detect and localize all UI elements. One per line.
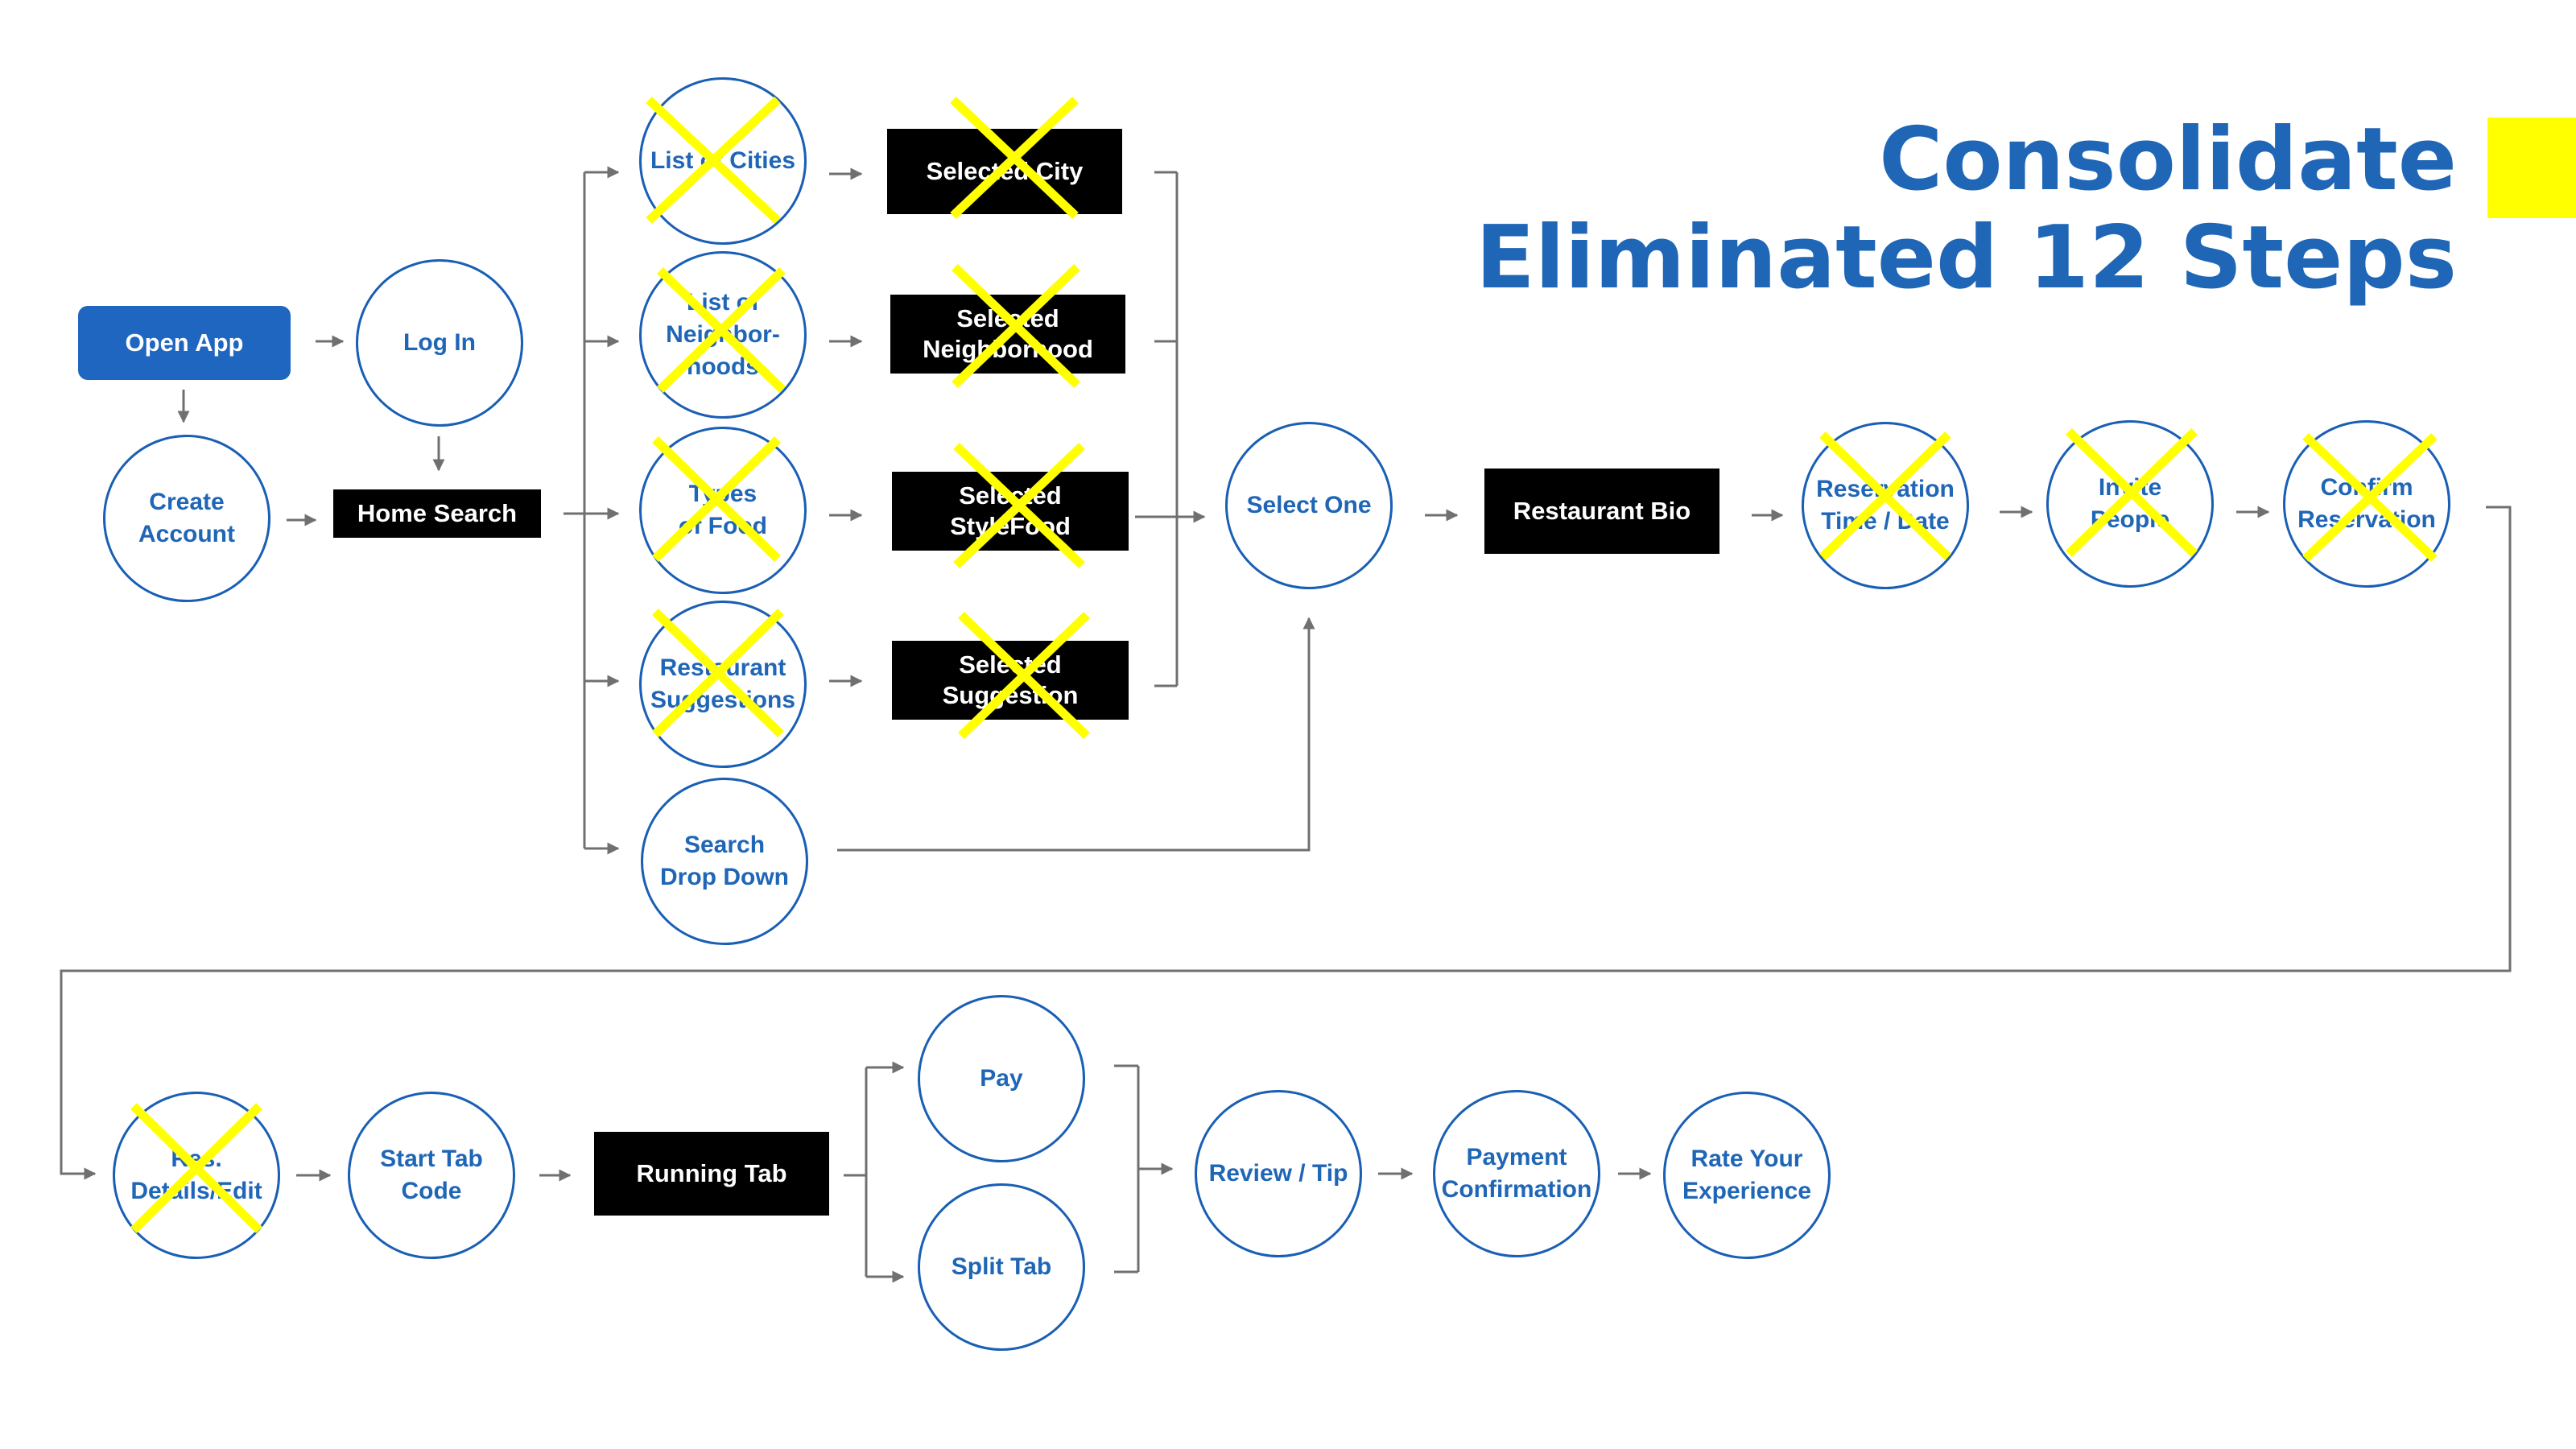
log-in-node[interactable]: Log In [356,259,523,427]
split-tab-node[interactable]: Split Tab [918,1183,1085,1351]
res-details-edit-node[interactable]: Res. Details/Edit [113,1092,280,1259]
open-app-button[interactable]: Open App [78,306,291,380]
list-of-cities-label: List of Cities [650,147,795,174]
pay-label: Pay [980,1065,1023,1092]
pay-node[interactable]: Pay [918,995,1085,1162]
restaurant-suggestions-node[interactable]: Restaurant Suggestions [639,601,807,768]
reservation-time-date-node[interactable]: Reservation Time / Date [1802,422,1969,589]
create-account-label: Create Account [138,489,235,547]
connector [60,506,2512,1180]
selected-suggestion-label: Selected Suggestion [942,650,1079,709]
home-search-box[interactable]: Home Search [333,489,541,538]
select-one-label: Select One [1246,492,1372,518]
list-of-neighborhoods-label: List of Neighbor- hoods [666,289,780,380]
start-tab-code-node[interactable]: Start Tab Code [348,1092,515,1259]
title-line-1: Consolidate [1879,109,2457,210]
selected-neighborhood-label: Selected Neighborhood [923,304,1093,363]
split-tab-label: Split Tab [951,1253,1052,1280]
confirm-reservation-label: Confirm Reservation [2297,474,2436,533]
slide-title: Consolidate Eliminated 12 Steps [1476,111,2457,308]
review-tip-label: Review / Tip [1208,1160,1348,1187]
selected-city-label: Selected City [926,157,1084,185]
create-account-node[interactable]: Create Account [103,435,270,602]
connector [837,617,1315,852]
selected-style-food-box[interactable]: Selected StyleFood [892,472,1129,551]
types-of-food-node[interactable]: Types of Food [639,427,807,594]
search-drop-down-label: Search Drop Down [660,832,789,890]
confirm-reservation-node[interactable]: Confirm Reservation [2283,420,2450,588]
payment-confirmation-node[interactable]: Payment Confirmation [1433,1090,1600,1257]
select-one-node[interactable]: Select One [1225,422,1393,589]
res-details-edit-label: Res. Details/Edit [130,1146,262,1204]
invite-people-label: Invite People [2090,474,2170,533]
selected-style-food-label: Selected StyleFood [950,481,1071,540]
reservation-time-date-label: Reservation Time / Date [1816,476,1955,535]
accent-bar [2487,118,2576,218]
rate-your-experience-label: Rate Your Experience [1682,1146,1812,1204]
home-search-label: Home Search [357,499,518,527]
rate-your-experience-node[interactable]: Rate Your Experience [1663,1092,1831,1259]
list-of-cities-node[interactable]: List of Cities [639,77,807,245]
running-tab-box[interactable]: Running Tab [594,1132,829,1216]
selected-neighborhood-box[interactable]: Selected Neighborhood [890,295,1125,374]
restaurant-bio-label: Restaurant Bio [1513,497,1691,525]
log-in-label: Log In [403,329,476,356]
start-tab-code-label: Start Tab Code [380,1146,483,1204]
open-app-label: Open App [125,328,244,357]
title-line-2: Eliminated 12 Steps [1475,208,2457,308]
search-drop-down-node[interactable]: Search Drop Down [641,778,808,945]
types-of-food-label: Types of Food [679,481,767,539]
running-tab-label: Running Tab [636,1159,787,1187]
review-tip-node[interactable]: Review / Tip [1195,1090,1362,1257]
selected-city-box[interactable]: Selected City [887,129,1122,214]
invite-people-node[interactable]: Invite People [2046,420,2214,588]
restaurant-bio-box[interactable]: Restaurant Bio [1484,469,1719,554]
restaurant-suggestions-label: Restaurant Suggestions [650,654,795,713]
list-of-neighborhoods-node[interactable]: List of Neighbor- hoods [639,251,807,419]
payment-confirmation-label: Payment Confirmation [1441,1144,1592,1203]
selected-suggestion-box[interactable]: Selected Suggestion [892,641,1129,720]
